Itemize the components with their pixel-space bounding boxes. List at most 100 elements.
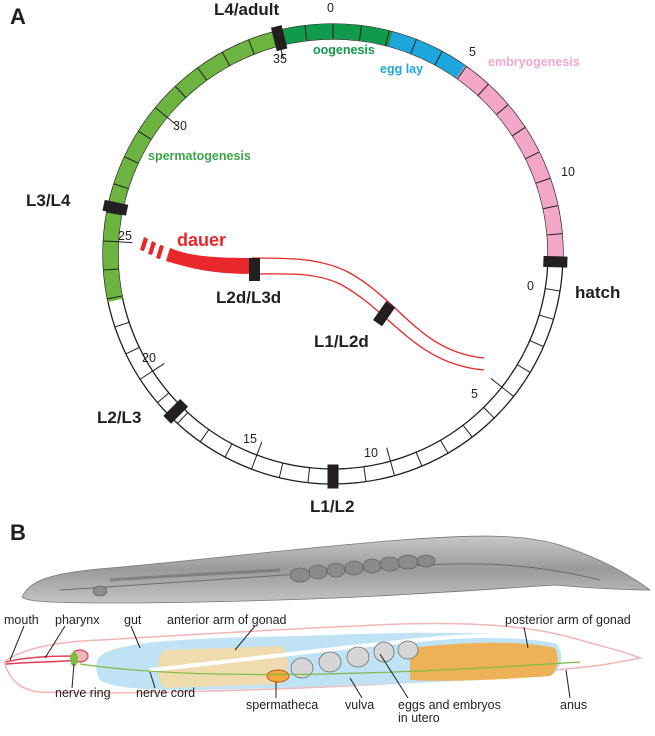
post-hatch-hour-tick <box>539 314 554 320</box>
post-hatch-hour-tick <box>124 156 139 164</box>
label-hatch: hatch <box>575 283 620 302</box>
label-anus: anus <box>560 698 587 712</box>
oogenesis-arc <box>277 24 393 47</box>
embryo-hour-tick <box>477 83 489 96</box>
label-eggs-line2: in utero <box>398 711 440 725</box>
l4-adult-marker <box>270 25 288 52</box>
post-hatch-hour-tick <box>113 183 129 189</box>
hour-25: 25 <box>118 229 132 243</box>
panel-a-letter: A <box>10 4 26 29</box>
post-hatch-hour-tick <box>415 452 423 467</box>
dauer-branch <box>140 237 485 371</box>
post-hatch-hour-tick <box>304 25 308 41</box>
embryo-hour-tick <box>525 151 540 160</box>
embryo-hour-tick <box>547 233 563 236</box>
spermatheca <box>266 669 290 683</box>
post-hatch-hour-tick <box>517 364 531 373</box>
embryo-hour-tick <box>385 30 390 46</box>
post-hatch-hour-tick <box>389 461 395 476</box>
label-spermatheca: spermatheca <box>246 698 318 712</box>
panel-b-letter: B <box>10 520 26 545</box>
hour-embryo-10: 10 <box>561 165 575 179</box>
label-dauer: dauer <box>177 230 226 250</box>
hour-embryo-5: 5 <box>469 45 476 59</box>
egg-lay-arc <box>388 31 465 78</box>
leader-lines <box>9 625 571 699</box>
post-hatch-hour-tick <box>307 467 311 483</box>
post-hatch-hour-tick <box>363 466 367 482</box>
post-hatch-hour-tick <box>177 412 189 424</box>
embryo-hour-tick <box>535 177 551 184</box>
spermatogenesis-arc <box>102 97 176 302</box>
hour-0: 0 <box>527 279 534 293</box>
post-hatch-hour-tick <box>138 130 152 140</box>
post-hatch-hour-tick <box>157 392 170 403</box>
post-hatch-hour-tick <box>440 439 449 454</box>
l1-l2d-marker <box>373 301 396 327</box>
ring-ticks <box>103 24 563 484</box>
label-anterior-arm: anterior arm of gonad <box>167 613 287 627</box>
post-hatch-hour-tick <box>107 295 123 300</box>
label-l1-l2: L1/L2 <box>310 497 354 516</box>
major-hour-tick <box>386 447 391 462</box>
hour-30: 30 <box>173 119 187 133</box>
worm-micrograph <box>21 535 652 604</box>
dauer-bar <box>166 248 254 274</box>
major-hour-tick <box>152 363 165 372</box>
post-hatch-hour-tick <box>114 321 130 328</box>
post-hatch-hour-tick <box>139 370 153 380</box>
post-hatch-hour-tick <box>103 268 119 271</box>
label-gut: gut <box>124 613 142 627</box>
label-vulva: vulva <box>345 698 374 712</box>
label-nerve-ring: nerve ring <box>55 686 111 700</box>
l2-l3-marker <box>163 398 189 424</box>
hour-embryo-0: 0 <box>327 1 334 15</box>
post-hatch-hour-tick <box>529 340 544 348</box>
embryo-hour-tick <box>543 205 558 210</box>
label-pharynx: pharynx <box>55 613 100 627</box>
post-hatch-hour-tick <box>155 107 168 118</box>
post-hatch-hour-tick <box>197 67 208 81</box>
major-hour-tick <box>118 241 133 244</box>
nerve-ring <box>70 652 78 666</box>
label-l4-adult: L4/adult <box>214 0 280 19</box>
post-hatch-hour-tick <box>221 52 231 66</box>
label-spermatogenesis: spermatogenesis <box>148 149 251 163</box>
post-hatch-hour-tick <box>462 424 473 438</box>
major-hour-tick <box>256 441 263 456</box>
embryo-hour-tick <box>496 104 509 115</box>
hour-5: 5 <box>471 387 478 401</box>
major-hour-tick <box>166 116 179 127</box>
post-hatch-hour-tick <box>251 454 258 470</box>
label-embryogenesis: embryogenesis <box>488 55 580 69</box>
label-l2-l3: L2/L3 <box>97 408 141 427</box>
post-hatch-hour-tick <box>175 86 187 98</box>
post-hatch-hour-tick <box>545 288 561 292</box>
label-eggs-line1: eggs and embryos <box>398 698 501 712</box>
dauer-dash <box>156 245 164 259</box>
label-oogenesis: oogenesis <box>313 43 375 57</box>
hatch-marker <box>543 255 568 268</box>
nerve-cord <box>79 661 581 676</box>
dauer-dash <box>148 241 156 255</box>
label-l2d-l3d: L2d/L3d <box>216 288 281 307</box>
l3-l4-marker <box>102 199 129 216</box>
worm-schematic <box>3 622 643 694</box>
eggs-in-utero <box>290 640 419 679</box>
embryo-hour-tick <box>358 25 362 41</box>
hour-10: 10 <box>364 446 378 460</box>
posterior-gonad <box>410 642 558 681</box>
embryo-hour-tick <box>512 127 526 137</box>
hour-35: 35 <box>273 52 287 66</box>
post-hatch-hour-tick <box>501 386 514 397</box>
label-egg-lay: egg lay <box>380 62 423 76</box>
l2d-l3d-marker <box>249 258 260 281</box>
label-posterior-arm: posterior arm of gonad <box>505 613 631 627</box>
embryo-hour-tick <box>410 39 417 54</box>
dauer-dash <box>140 237 148 251</box>
post-hatch-hour-tick <box>125 346 140 355</box>
post-hatch-hour-tick <box>106 211 122 216</box>
post-hatch-hour-tick <box>103 240 119 243</box>
post-hatch-hour-tick <box>248 39 255 55</box>
label-l1-l2d: L1/L2d <box>314 332 369 351</box>
